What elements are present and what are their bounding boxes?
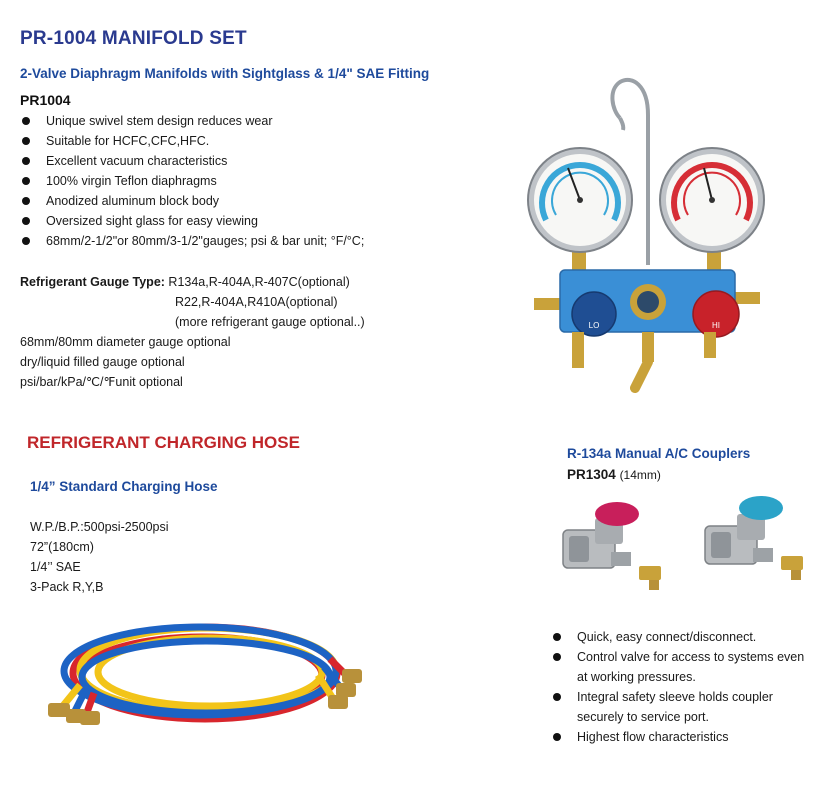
bullet-icon bbox=[22, 177, 30, 185]
hose-spec: 1/4’’ SAE bbox=[30, 560, 81, 574]
list-item: Excellent vacuum characteristics bbox=[20, 151, 364, 171]
list-item: Unique swivel stem design reduces wear bbox=[20, 111, 364, 131]
gauge-type-line: R22,R-404A,R410A(optional) bbox=[175, 295, 338, 309]
hose-subtitle: 1/4” Standard Charging Hose bbox=[30, 479, 218, 494]
low-knob-label: LO bbox=[589, 321, 600, 330]
page-title: PR-1004 MANIFOLD SET bbox=[20, 28, 247, 49]
list-item: Integral safety sleeve holds coupler sec… bbox=[551, 687, 807, 727]
list-item: 68mm/2-1/2"or 80mm/3-1/2"gauges; psi & b… bbox=[20, 231, 364, 251]
high-knob-label: HI bbox=[712, 321, 720, 330]
hose-spec: 72”(180cm) bbox=[30, 540, 94, 554]
couplers-feature-list: Quick, easy connect/disconnect. Control … bbox=[551, 627, 807, 747]
couplers-size: (14mm) bbox=[619, 468, 661, 482]
option-line: psi/bar/kPa/℃/℉unit optional bbox=[20, 375, 183, 389]
manifold-subtitle: 2-Valve Diaphragm Manifolds with Sightgl… bbox=[20, 66, 430, 81]
list-item: Control valve for access to systems even… bbox=[551, 647, 807, 687]
manifold-feature-list: Unique swivel stem design reduces wear S… bbox=[20, 111, 364, 251]
hose-spec-list: W.P./B.P.:500psi-2500psi 72”(180cm) 1/4’… bbox=[30, 517, 169, 597]
couplers-model: PR1304 bbox=[567, 467, 616, 482]
gauge-options: 68mm/80mm diameter gauge optional dry/li… bbox=[20, 332, 231, 392]
coupler-images bbox=[562, 496, 803, 590]
gauge-type-line: R134a,R-404A,R-407C(optional) bbox=[168, 275, 350, 289]
gauge-type-label: Refrigerant Gauge Type: bbox=[20, 275, 165, 289]
option-line: 68mm/80mm diameter gauge optional bbox=[20, 335, 231, 349]
gauge-type-line: (more refrigerant gauge optional..) bbox=[175, 315, 365, 329]
bullet-icon bbox=[22, 157, 30, 165]
list-item: 100% virgin Teflon diaphragms bbox=[20, 171, 364, 191]
charging-hose-image bbox=[48, 623, 362, 725]
list-item: Highest flow characteristics bbox=[551, 727, 807, 747]
bullet-icon bbox=[22, 197, 30, 205]
list-item: Anodized aluminum block body bbox=[20, 191, 364, 211]
manifold-gauge-image: LO HI bbox=[527, 77, 765, 393]
bullet-icon bbox=[553, 653, 561, 661]
hose-spec: 3-Pack R,Y,B bbox=[30, 580, 104, 594]
list-item: Quick, easy connect/disconnect. bbox=[551, 627, 807, 647]
bullet-icon bbox=[553, 733, 561, 741]
bullet-icon bbox=[22, 137, 30, 145]
bullet-icon bbox=[22, 117, 30, 125]
list-item: Oversized sight glass for easy viewing bbox=[20, 211, 364, 231]
bullet-icon bbox=[22, 237, 30, 245]
manifold-model: PR1004 bbox=[20, 92, 71, 108]
bullet-icon bbox=[553, 633, 561, 641]
hose-section-title: REFRIGERANT CHARGING HOSE bbox=[27, 433, 300, 452]
couplers-model-line: PR1304 (14mm) bbox=[567, 467, 661, 482]
hose-spec: W.P./B.P.:500psi-2500psi bbox=[30, 520, 169, 534]
list-item: Suitable for HCFC,CFC,HFC. bbox=[20, 131, 364, 151]
option-line: dry/liquid filled gauge optional bbox=[20, 355, 185, 369]
bullet-icon bbox=[22, 217, 30, 225]
couplers-title: R-134a Manual A/C Couplers bbox=[567, 446, 751, 461]
bullet-icon bbox=[553, 693, 561, 701]
gauge-type-block: Refrigerant Gauge Type: R134a,R-404A,R-4… bbox=[20, 272, 365, 332]
